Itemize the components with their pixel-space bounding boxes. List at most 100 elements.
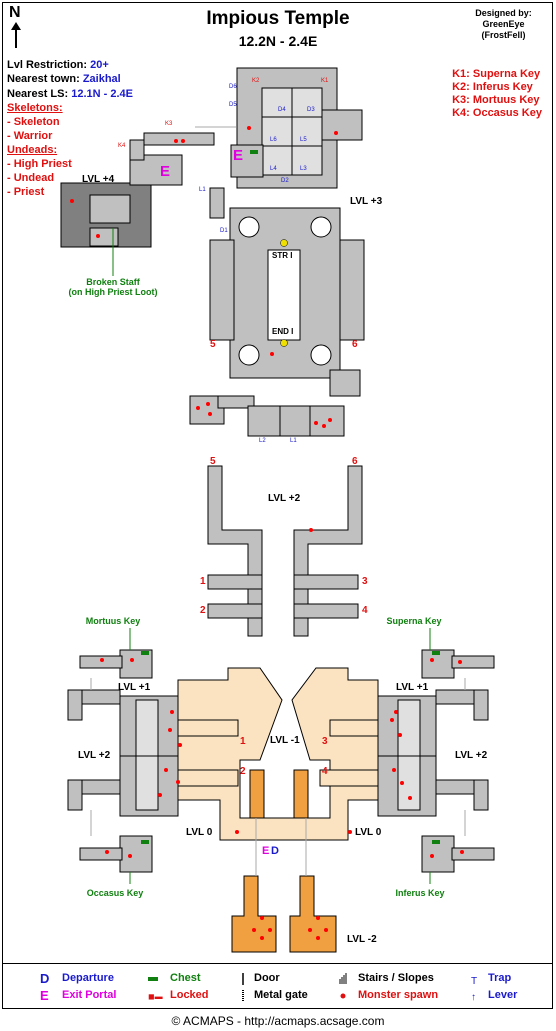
restriction-row: Lvl Restriction: 20+ <box>7 59 109 71</box>
legend-symbols: ◼▬ T ↑ <box>148 973 477 1003</box>
legend-lever-label: Lever <box>488 989 518 1001</box>
legend-trap-icon: T <box>471 976 477 987</box>
ls-label: Nearest LS: <box>7 88 69 100</box>
monster-spawn-dot <box>270 352 274 356</box>
legend-chest-label: Chest <box>170 972 201 984</box>
monster-spawn-dot <box>392 768 396 772</box>
right-wing <box>377 649 495 873</box>
stair-number-4-lower: 4 <box>322 766 328 777</box>
north-label: N <box>9 4 21 21</box>
stair-number-3: 3 <box>362 576 368 587</box>
level-label-lvl4: LVL +4 <box>82 174 115 185</box>
broken-staff-subtext: (on High Priest Loot) <box>68 287 158 297</box>
key-arrows <box>112 228 431 884</box>
monster-spawn-dot <box>334 131 338 135</box>
monster-spawn-dot <box>158 793 162 797</box>
monster-spawn-dot <box>400 781 404 785</box>
key-k1: K1: Superna Key <box>452 68 541 80</box>
occasus-key-label: Occasus Key <box>86 888 144 898</box>
level-label-lvl1-right: LVL +1 <box>396 682 429 693</box>
monster-spawn-dot <box>398 733 402 737</box>
skeletons-heading: Skeletons: <box>7 102 63 114</box>
monster-spawn-dot <box>260 916 264 920</box>
monster-spawn-dot <box>430 854 434 858</box>
lever-label-l5: L5 <box>300 137 307 143</box>
monster-spawn-dot <box>322 424 326 428</box>
monster-spawn-dot <box>164 768 168 772</box>
level-label-lvl0-left: LVL 0 <box>186 827 213 838</box>
high-priest-item: - High Priest <box>7 158 72 170</box>
monster-spawn-dot <box>168 728 172 732</box>
stair-number-6-lower: 6 <box>352 456 358 467</box>
locked-label-k4: K4 <box>118 143 126 149</box>
inferus-key-label: Inferus Key <box>395 888 445 898</box>
level-label-lvl-minus2: LVL -2 <box>347 934 377 945</box>
stair-number-2: 2 <box>200 605 206 616</box>
monster-spawn-dot <box>208 412 212 416</box>
designer-name: GreenEye <box>482 19 525 29</box>
restriction-value: 20+ <box>90 59 109 71</box>
left-wing <box>67 649 179 873</box>
lvl-minus2-rooms <box>231 875 337 953</box>
door-label-d3: D3 <box>307 107 315 113</box>
key-k3: K3: Mortuus Key <box>452 94 540 106</box>
monster-spawn-dot <box>324 928 328 932</box>
monster-spawn-dot <box>316 916 320 920</box>
lever-label-l2: L2 <box>259 438 266 444</box>
connector-arrows <box>90 126 466 876</box>
monster-spawn-dot <box>235 830 239 834</box>
broken-staff-label: Broken Staff (on High Priest Loot) <box>50 277 176 297</box>
legend-metal-gate-label: Metal gate <box>254 989 308 1001</box>
door-label-d5: D5 <box>229 102 237 108</box>
exit-portal-marker-upper: E <box>233 147 244 164</box>
locked-label-k1: K1 <box>321 78 329 84</box>
monster-spawn-dot <box>181 139 185 143</box>
monster-spawn-dot <box>176 780 180 784</box>
north-arrow-icon <box>11 22 21 48</box>
legend-chest-icon <box>148 977 158 981</box>
town-label: Nearest town: <box>7 73 80 85</box>
door-label-d6: D6 <box>229 84 237 90</box>
stair-number-5-lower: 5 <box>210 456 216 467</box>
legend-door-label: Door <box>254 972 280 984</box>
legend-exit-icon: E <box>40 988 49 1003</box>
lvl2-corridors <box>207 465 363 637</box>
door-label-d4: D4 <box>278 107 286 113</box>
door-label-d1: D1 <box>220 228 228 234</box>
mortuus-key-label: Mortuus Key <box>85 616 141 626</box>
end-marker: END I <box>272 327 294 336</box>
monster-spawn-dot <box>96 234 100 238</box>
monster-spawn-dot <box>309 528 313 532</box>
monster-spawn-dot <box>460 850 464 854</box>
departure-marker: D <box>271 845 279 857</box>
broken-staff-text: Broken Staff <box>86 277 140 287</box>
undeads-heading: Undeads: <box>7 144 58 156</box>
stair-number-3-lower: 3 <box>322 736 328 747</box>
designer-alias: (FrostFell) <box>481 30 526 40</box>
ls-value: 12.1N - 2.4E <box>71 88 133 100</box>
legend-departure-label: Departure <box>62 972 114 984</box>
legend-departure-icon: D <box>40 971 50 986</box>
str-marker: STR I <box>272 251 293 260</box>
skeleton-item: - Skeleton <box>7 116 60 128</box>
ls-row: Nearest LS: 12.1N - 2.4E <box>7 88 133 100</box>
legend-divider <box>2 963 553 964</box>
restriction-label: Lvl Restriction: <box>7 59 88 71</box>
stair-number-2-lower: 2 <box>240 766 246 777</box>
level-label-lvl2-center: LVL +2 <box>268 493 301 504</box>
lvl0-center-area <box>177 667 379 841</box>
lvl3-upper-building <box>209 67 363 219</box>
key-k4: K4: Occasus Key <box>452 107 542 119</box>
level-label-lvl0-right: LVL 0 <box>355 827 382 838</box>
stair-number-4: 4 <box>362 605 368 616</box>
key-k2: K2: Inferus Key <box>452 81 533 93</box>
lvl4-area <box>60 132 215 248</box>
lever-label-l4: L4 <box>270 166 277 172</box>
legend-stairs-icon <box>339 973 347 984</box>
page-title: Impious Temple <box>206 8 350 29</box>
monster-spawn-dot <box>247 126 251 130</box>
monster-spawn-dot <box>394 710 398 714</box>
stair-number-5-upper: 5 <box>210 339 216 350</box>
exit-portal-marker-lvl4: E <box>160 163 171 180</box>
monster-spawn-dot <box>130 658 134 662</box>
